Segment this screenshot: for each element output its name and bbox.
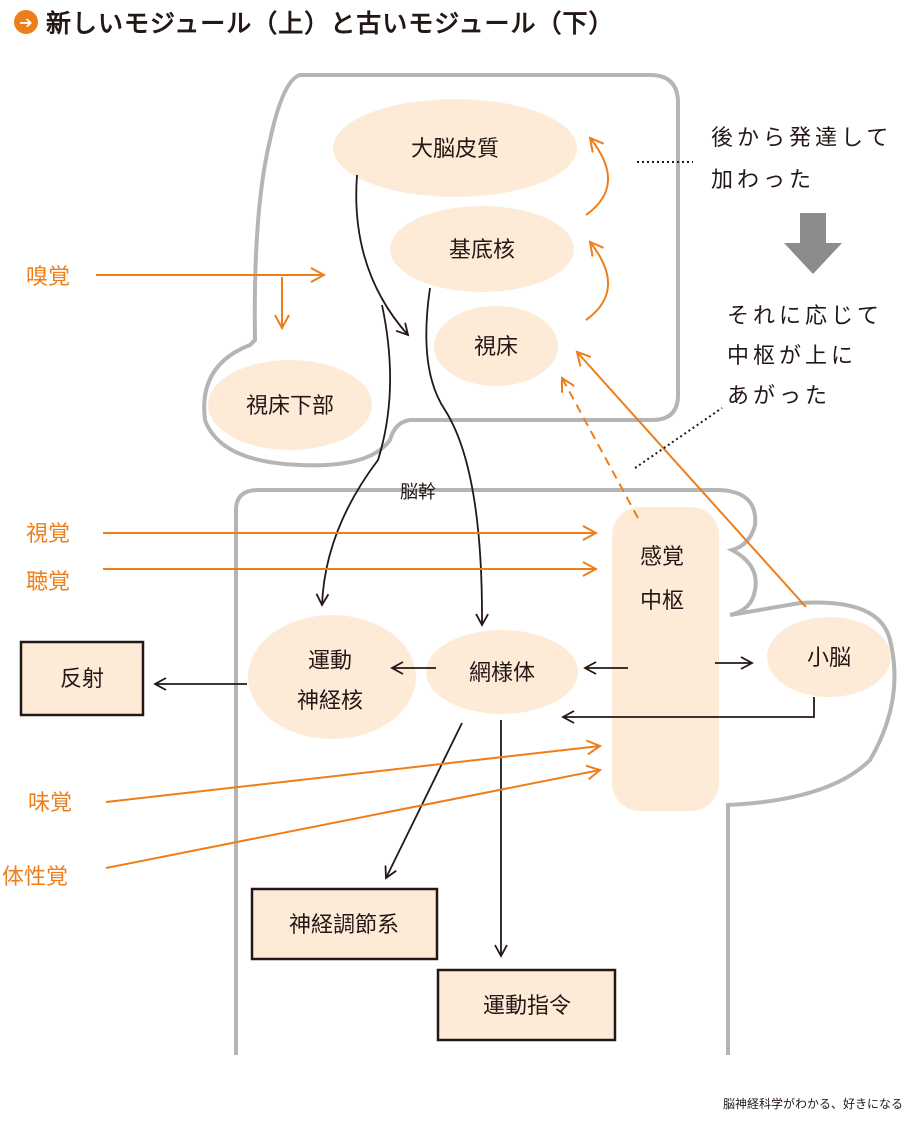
sensory-center-label-1: 感覚 [640,545,684,570]
arrow-basal-ganglia-to-cortex [585,138,610,216]
motor-nucleus-label-1: 運動 [308,649,352,674]
input-hearing-label: 聴覚 [26,570,70,595]
arrow-somatic [105,770,600,869]
motor-command-box [436,968,617,1042]
reflex-label: 反射 [60,667,104,692]
note1-line2: 加わった [711,168,815,193]
arrow-sensory-to-thalamus-dashed [562,378,639,519]
note2-line2: 中枢が上に [727,344,857,369]
sensory-center-label-2: 中枢 [640,589,684,614]
reticular-node [426,630,578,714]
arrow-right-circle-icon: ➔ [14,10,38,34]
note2-connector [634,407,723,469]
forebrain-outline [202,73,680,468]
reflex-box [19,640,145,717]
sensory-center-node [612,507,719,811]
autonomic-box [250,887,439,961]
motor-nucleus-node [248,615,416,739]
arrow-basal-ganglia-to-reticular [425,287,489,627]
reticular-label: 網様体 [469,661,535,686]
basal-ganglia-node [390,206,574,292]
thalamus-node [434,306,558,386]
note2-line1: それに応じて [727,304,883,329]
note2-line3: あがった [727,384,831,409]
source-credit: 脳神経科学がわかる、好きになる [722,1097,903,1111]
input-taste-label: 味覚 [28,791,72,816]
hypothalamus-label: 視床下部 [246,394,334,419]
arrow-reticular-to-autonomic [384,722,463,880]
basal-ganglia-label: 基底核 [449,238,515,263]
input-vision-label: 視覚 [26,522,70,547]
motor-nucleus-label-2: 神経核 [297,689,363,714]
brainstem-label: 脳幹 [400,482,436,503]
brainstem-outline [234,488,897,1055]
note1-line1: 後から発達して [711,126,892,151]
cerebellum-node [767,617,891,697]
cerebellum-label: 小脳 [807,646,851,671]
hypothalamus-node [208,360,372,450]
motor-command-label: 運動指令 [483,994,571,1019]
arrow-taste [105,746,600,803]
autonomic-label: 神経調節系 [289,913,399,938]
arrow-cerebellum-to-reticular [561,697,815,724]
arrow-cortex-to-motor-nucleus [315,304,391,607]
arrow-cortex-to-midline [355,174,410,337]
input-smell-label: 嗅覚 [26,265,70,290]
cortex-label: 大脳皮質 [411,137,499,162]
down-arrow-icon [784,213,842,274]
arrow-cerebellum-to-thalamus [577,352,807,608]
input-somatic-label: 体性覚 [2,865,68,890]
arrow-thalamus-to-basal-ganglia [585,242,610,321]
title-text: 新しいモジュール（上）と古いモジュール（下） [46,9,615,38]
figure-title: ➔ 新しいモジュール（上）と古いモジュール（下） [14,4,615,40]
cortex-node [333,99,577,197]
thalamus-label: 視床 [474,335,518,360]
